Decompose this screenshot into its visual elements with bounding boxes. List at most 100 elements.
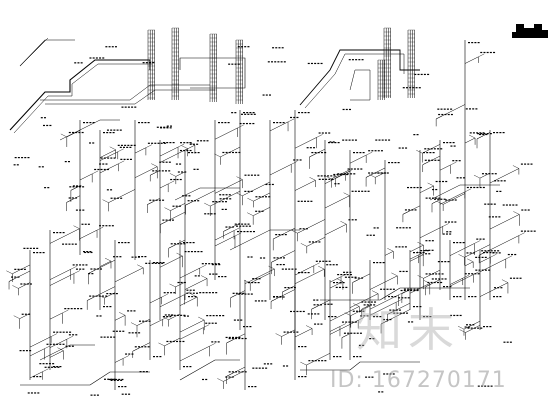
label-text-mark bbox=[79, 264, 82, 266]
label-text-mark bbox=[378, 391, 381, 393]
label-text-mark bbox=[420, 73, 423, 76]
pipe-run bbox=[419, 226, 444, 239]
label-text-mark bbox=[72, 185, 75, 187]
label-text-mark bbox=[347, 168, 350, 170]
label-text-mark bbox=[351, 190, 354, 192]
label-text-mark bbox=[324, 360, 327, 362]
label-text-mark bbox=[115, 293, 118, 295]
label-text-mark bbox=[172, 340, 175, 343]
label-text-mark bbox=[480, 51, 483, 54]
label-text-mark bbox=[237, 46, 240, 48]
label-text-mark bbox=[98, 295, 101, 297]
label-text-mark bbox=[33, 247, 36, 249]
label-text-mark bbox=[293, 287, 296, 289]
label-text-mark bbox=[339, 282, 342, 284]
label-text-mark bbox=[163, 142, 165, 144]
label-text-mark bbox=[241, 46, 244, 48]
label-text-mark bbox=[219, 315, 222, 317]
label-text-mark bbox=[462, 177, 465, 179]
label-text-mark bbox=[238, 336, 241, 339]
pipe-run bbox=[439, 191, 466, 205]
label-text-mark bbox=[118, 242, 120, 244]
pipe-run bbox=[223, 222, 241, 239]
label-text-mark bbox=[468, 42, 470, 44]
label-text-mark bbox=[72, 131, 75, 134]
label-text-mark bbox=[59, 331, 62, 333]
label-text-mark bbox=[148, 320, 151, 322]
label-text-mark bbox=[314, 313, 317, 315]
label-text-mark bbox=[200, 140, 203, 142]
pipe-run bbox=[339, 323, 347, 327]
label-text-mark bbox=[423, 250, 426, 252]
pipe-run bbox=[209, 190, 241, 217]
label-text-mark bbox=[317, 323, 320, 325]
pipe-run bbox=[66, 199, 73, 203]
label-text-mark bbox=[366, 315, 369, 317]
label-text-mark bbox=[497, 250, 500, 252]
label-text-mark bbox=[450, 108, 453, 110]
label-text-mark bbox=[241, 293, 244, 295]
label-text-mark bbox=[134, 106, 137, 108]
label-text-mark bbox=[112, 330, 115, 332]
label-text-mark bbox=[493, 51, 496, 54]
label-text-mark bbox=[199, 292, 202, 294]
label-text-mark bbox=[159, 356, 162, 358]
label-text-mark bbox=[386, 318, 389, 321]
label-text-mark bbox=[345, 286, 348, 289]
label-text-mark bbox=[282, 263, 285, 266]
label-text-mark bbox=[261, 300, 264, 302]
label-text-mark bbox=[228, 336, 231, 339]
label-text-mark bbox=[193, 168, 196, 170]
label-text-mark bbox=[493, 203, 496, 205]
pipe-run bbox=[149, 170, 161, 182]
label-text-mark bbox=[180, 142, 183, 144]
label-text-mark bbox=[234, 63, 237, 65]
label-text-mark bbox=[470, 327, 473, 329]
label-text-mark bbox=[348, 139, 351, 141]
label-text-mark bbox=[432, 152, 435, 154]
label-text-mark bbox=[207, 213, 210, 215]
label-text-mark bbox=[453, 314, 456, 317]
label-text-mark bbox=[491, 173, 494, 175]
label-text-mark bbox=[396, 227, 399, 229]
pipe-run bbox=[175, 171, 186, 185]
label-text-mark bbox=[247, 256, 250, 258]
pipe-run bbox=[249, 272, 271, 291]
pipe-run bbox=[429, 184, 500, 201]
label-text-mark bbox=[106, 168, 109, 171]
label-text-mark bbox=[74, 62, 77, 64]
label-text-mark bbox=[490, 385, 493, 387]
pipe-run bbox=[179, 359, 240, 381]
label-text-mark bbox=[151, 262, 154, 264]
label-text-mark bbox=[442, 180, 445, 183]
pipe-run bbox=[269, 121, 289, 132]
pipe-run bbox=[44, 345, 51, 349]
label-text-mark bbox=[320, 323, 323, 325]
label-text-mark bbox=[513, 277, 516, 279]
pipe-run bbox=[151, 163, 158, 167]
label-text-mark bbox=[405, 270, 408, 273]
label-text-mark bbox=[28, 313, 31, 315]
pipe-run bbox=[160, 221, 167, 225]
label-text-mark bbox=[203, 140, 206, 142]
label-text-mark bbox=[484, 203, 487, 205]
label-text-mark bbox=[225, 226, 228, 228]
label-text-mark bbox=[314, 360, 317, 362]
label-text-mark bbox=[380, 172, 383, 174]
label-text-mark bbox=[67, 161, 70, 163]
pipe-run bbox=[181, 145, 188, 149]
label-text-mark bbox=[123, 146, 126, 148]
label-text-mark bbox=[194, 275, 197, 277]
label-text-mark bbox=[499, 190, 502, 193]
label-text-mark bbox=[237, 63, 240, 65]
label-text-mark bbox=[145, 262, 148, 264]
label-text-mark bbox=[350, 168, 353, 170]
pipe-run bbox=[12, 264, 31, 283]
pipe-run bbox=[150, 172, 157, 176]
label-text-mark bbox=[443, 286, 445, 288]
label-text-mark bbox=[326, 264, 329, 266]
pipe-run bbox=[352, 279, 359, 283]
label-text-mark bbox=[167, 314, 170, 316]
label-text-mark bbox=[477, 273, 480, 275]
label-text-mark bbox=[158, 262, 161, 264]
